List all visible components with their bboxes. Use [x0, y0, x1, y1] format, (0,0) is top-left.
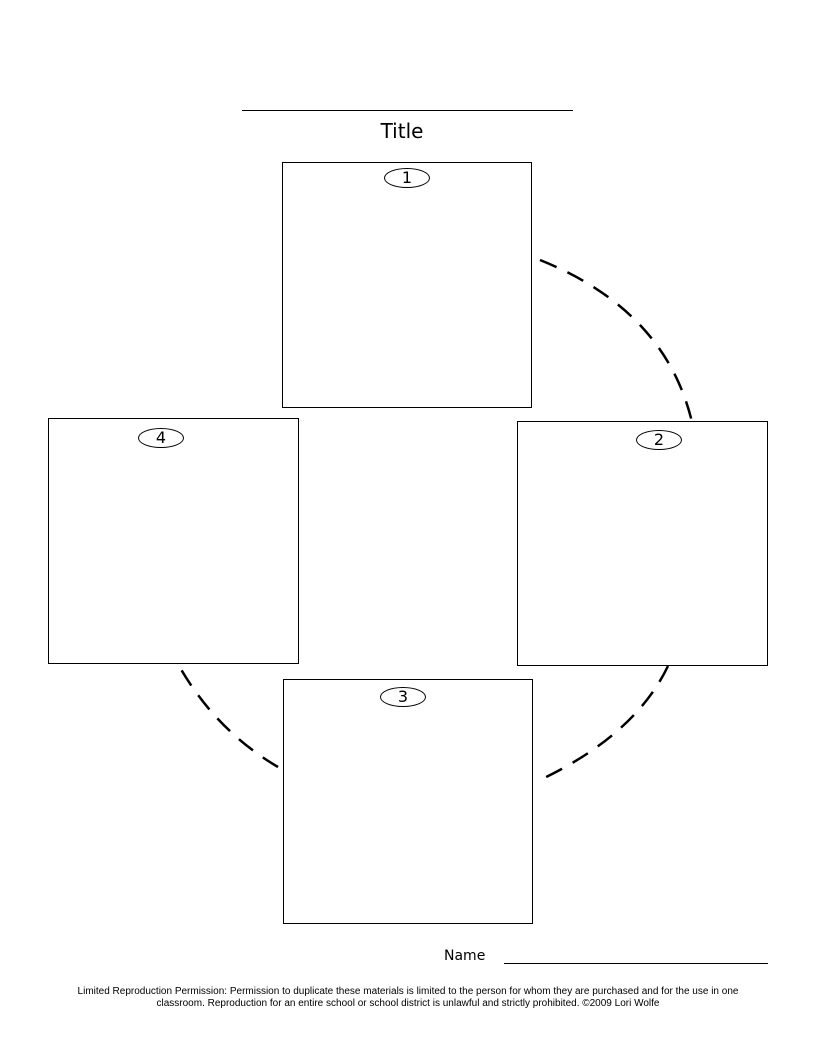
step-number-badge-1: 1	[384, 168, 430, 188]
name-label: Name	[444, 948, 486, 964]
cycle-box-3: 3	[283, 679, 533, 924]
title-line	[242, 110, 573, 111]
cycle-box-2: 2	[517, 421, 768, 666]
page-title: Title	[380, 119, 424, 143]
footer-line-2: classroom. Reproduction for an entire sc…	[156, 998, 660, 1009]
name-line	[504, 963, 768, 964]
step-number-badge-3: 3	[380, 687, 426, 707]
connector-1-to-2	[539, 258, 694, 423]
cycle-box-4: 4	[48, 418, 299, 664]
step-number-badge-2: 2	[636, 430, 682, 450]
cycle-box-1: 1	[282, 162, 532, 408]
copyright-footer: Limited Reproduction Permission: Permiss…	[40, 986, 776, 1010]
step-number-badge-4: 4	[138, 428, 184, 448]
footer-line-1: Limited Reproduction Permission: Permiss…	[77, 986, 739, 997]
connector-2-to-3	[539, 665, 670, 782]
connector-3-to-4	[176, 663, 279, 769]
